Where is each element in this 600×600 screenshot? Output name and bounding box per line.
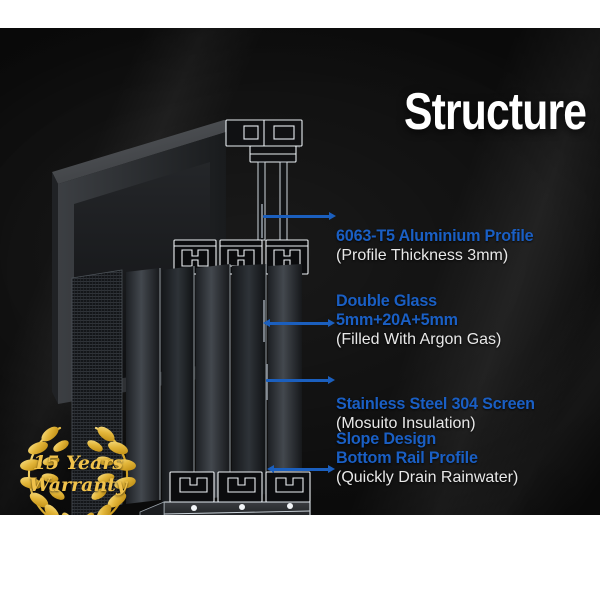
warranty-word: Warranty <box>29 474 127 496</box>
callout-double-glass: Double Glass 5mm+20A+5mm (Filled With Ar… <box>336 291 501 349</box>
leader-line-double-glass <box>263 319 335 327</box>
laurel-wreath-icon <box>20 426 136 515</box>
callout-heading: 6063-T5 Aluminium Profile <box>336 226 534 245</box>
callout-subtext: (Quickly Drain Rainwater) <box>336 469 519 487</box>
callout-heading-line2: Bottom Rail Profile <box>336 448 478 468</box>
leader-line-aluminium-profile <box>263 212 336 220</box>
page-title: Structure <box>403 83 587 141</box>
callout-heading-line1: Double Glass <box>336 291 437 310</box>
callout-aluminium-profile: 6063-T5 Aluminium Profile (Profile Thick… <box>336 226 544 265</box>
warranty-years: 15 Years <box>32 452 124 475</box>
callout-heading-line2: 5mm+20A+5mm <box>336 310 458 330</box>
callout-tick-1 <box>261 204 263 238</box>
callout-heading-line1: Slope Design <box>336 429 437 448</box>
warranty-seal: 15 Years Warranty <box>14 416 142 515</box>
warranty-seal-text: 15 Years Warranty <box>14 416 142 515</box>
dark-panel: 6063-T5 Aluminium Profile (Profile Thick… <box>0 28 600 515</box>
callout-subtext: (Filled With Argon Gas) <box>336 331 502 349</box>
product-render <box>44 74 314 515</box>
callout-bottom-rail: Slope Design Bottom Rail Profile (Quickl… <box>336 429 518 487</box>
callout-subtext: (Mosuito Insulation) <box>336 415 476 433</box>
callout-heading: Stainless Steel 304 Screen <box>336 394 535 413</box>
callout-subtext: (Profile Thickness 3mm) <box>336 247 509 265</box>
leader-line-bottom-rail <box>267 465 335 473</box>
callout-tick-3 <box>266 364 268 400</box>
leader-line-stainless-screen <box>266 376 335 384</box>
callout-stainless-screen: Stainless Steel 304 Screen (Mosuito Insu… <box>336 394 545 433</box>
